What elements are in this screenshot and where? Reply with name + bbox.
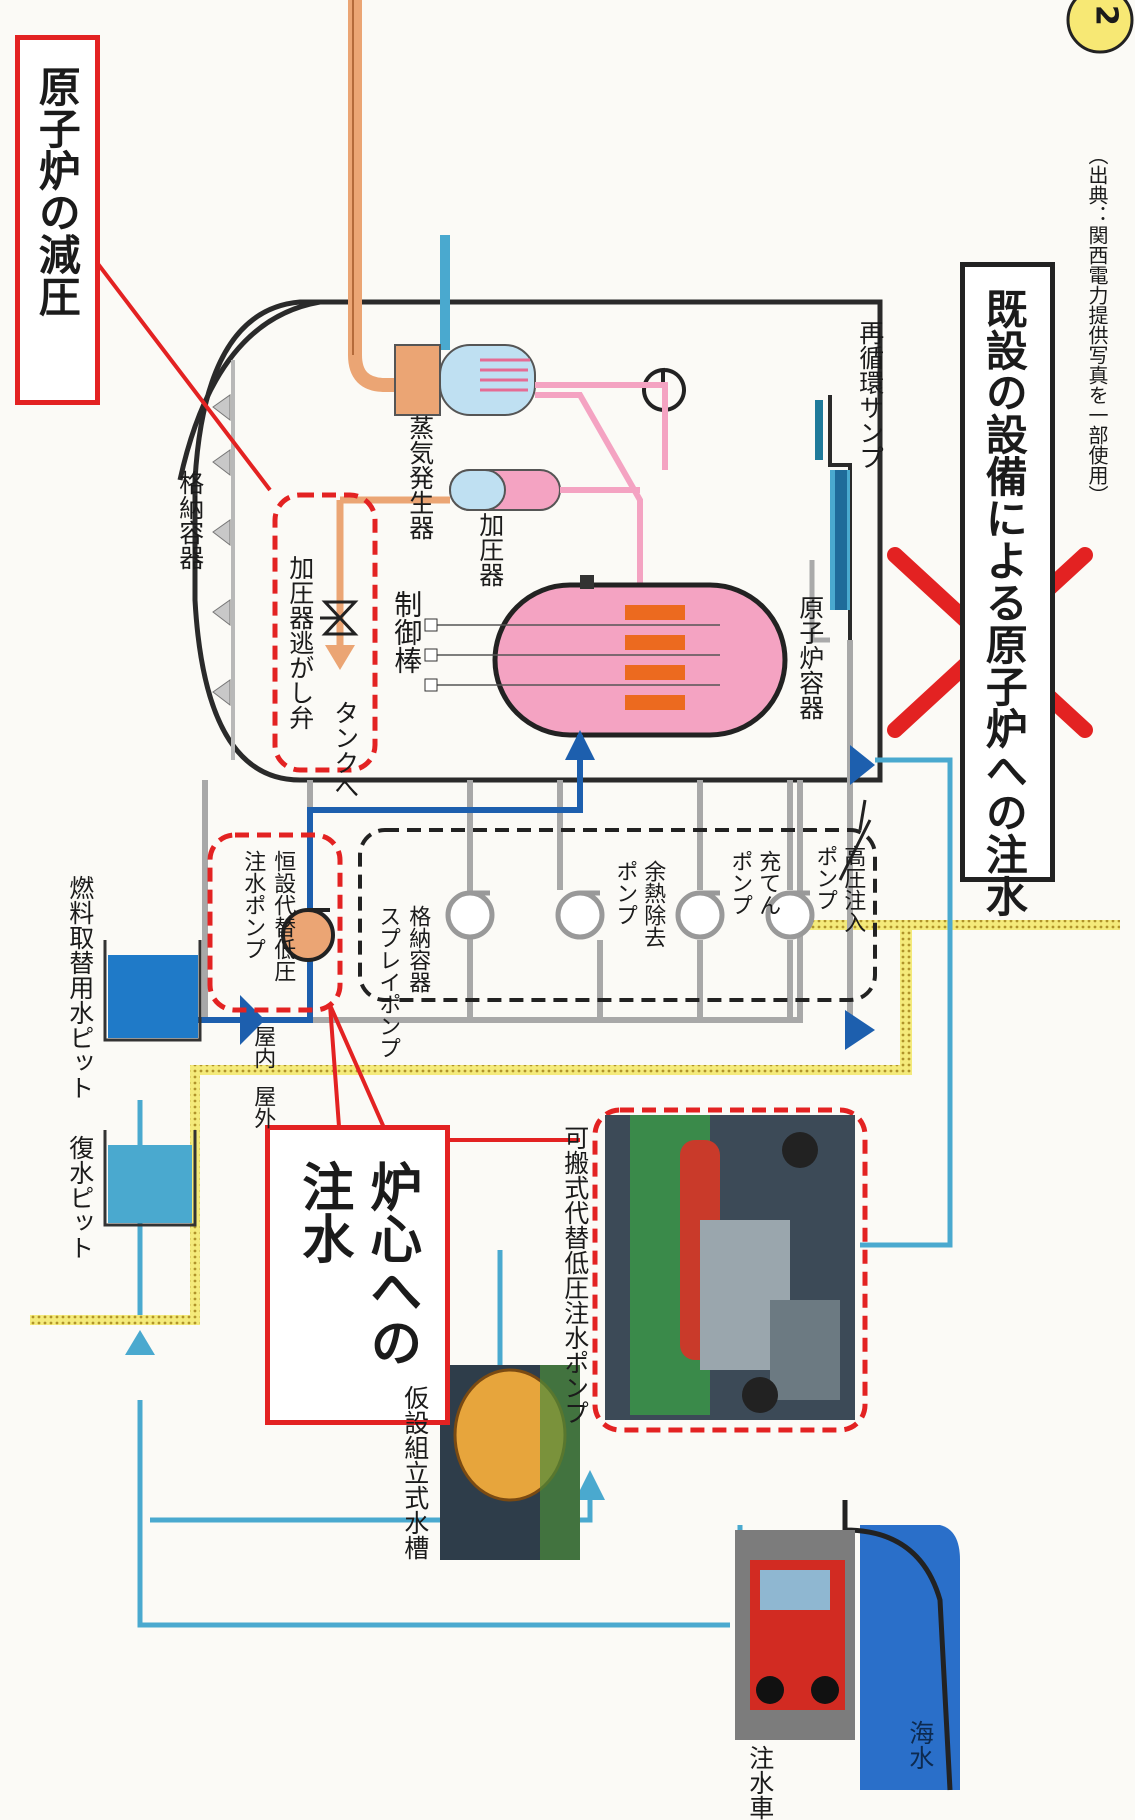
cs-pump-label-1: 格納容器 [405, 905, 430, 993]
outdoor-label: 屋外 [250, 1085, 275, 1129]
portable-pump-label: 可搬式代替低圧注水ポンプ [560, 1125, 589, 1425]
pressurizer-label: 加圧器 [475, 512, 504, 587]
existing-injection-callout: 既設の設備による原子炉への注水 [960, 262, 1055, 882]
control-rod-label: 制御棒 [390, 590, 422, 674]
steam-generator [395, 345, 535, 415]
sea-label: 海水 [905, 1720, 934, 1770]
relief-valve-label: 加圧器逃がし弁 [285, 555, 314, 730]
fuel-pit [105, 940, 200, 1040]
indoor-label: 屋内 [250, 1025, 275, 1069]
temp-tank-photo [440, 1365, 580, 1560]
rhr-pump-label-1: 余熱除去 [640, 860, 665, 948]
condensate-pit-label: 復水ピット [65, 1135, 94, 1260]
fuel-pit-label: 燃料取替用水ピット [65, 875, 94, 1100]
fire-truck-photo [735, 1530, 855, 1740]
charging-pump-label-1: 充てん [755, 850, 780, 916]
core-injection-callout: 炉心への 注水 [265, 1125, 450, 1425]
pressurizer [450, 470, 640, 510]
hpi-pump-label-1: 高圧注入 [840, 845, 865, 933]
charging-pump-label-2: ポンプ [727, 850, 752, 916]
page-badge: 2 [1088, 5, 1123, 26]
rhr-pump-label-2: ポンプ [612, 860, 637, 926]
containment-label: 格納容器 [175, 470, 204, 570]
steam-generator-label: 蒸気発生器 [405, 415, 434, 540]
temp-tank-label: 仮設組立式水槽 [400, 1385, 429, 1560]
cs-pump-label-2: スプレイポンプ [375, 905, 400, 1059]
source-note: （出典：関西電力提供写真を一部使用） [1085, 145, 1108, 505]
depressurize-callout: 原子炉の減圧 [15, 35, 100, 405]
to-tank-label: タンクへ [330, 700, 359, 800]
portable-pump-photo [605, 1115, 855, 1420]
reactor-vessel-label: 原子炉容器 [795, 595, 824, 720]
permanent-pump-label-1: 恒設代替低圧 [270, 850, 295, 982]
permanent-pump-label-2: 注水ポンプ [240, 850, 265, 960]
recirc-sump-label: 再循環サンプ [855, 320, 884, 470]
reactor-vessel [425, 575, 785, 735]
condensate-pit [105, 1130, 195, 1225]
hpi-pump-label-2: ポンプ [812, 845, 837, 911]
